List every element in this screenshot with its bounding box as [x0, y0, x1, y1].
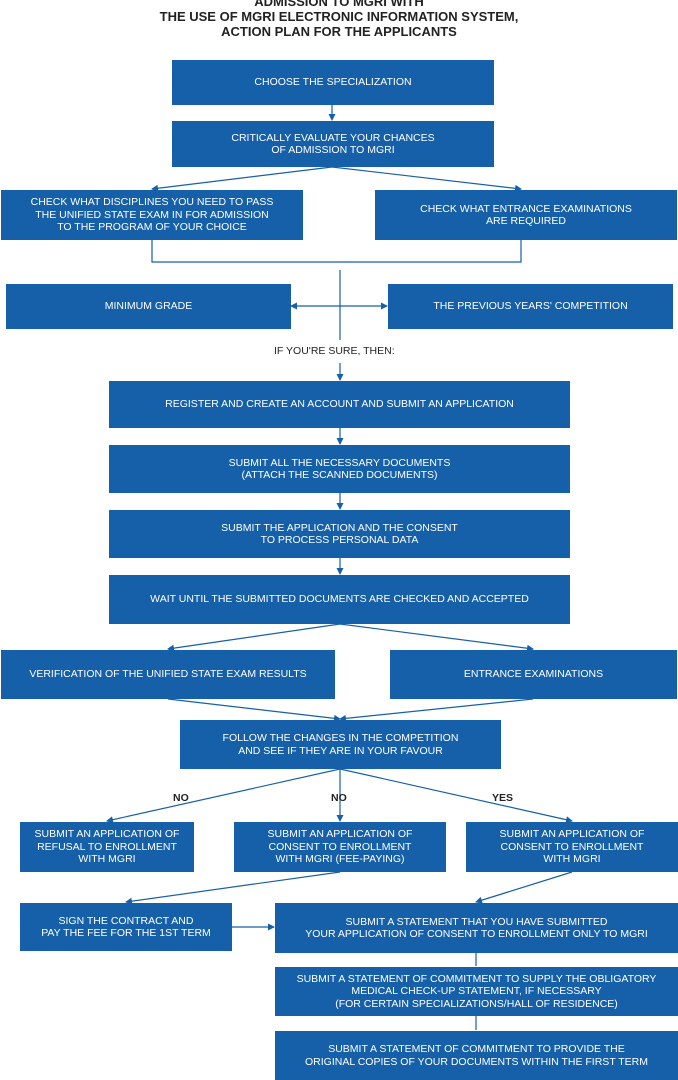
step-entrance-exams: ENTRANCE EXAMINATIONS	[390, 650, 677, 699]
label-no-middle: NO	[331, 792, 347, 804]
step-wait: WAIT UNTIL THE SUBMITTED DOCUMENTS ARE C…	[109, 575, 570, 624]
step-verification: VERIFICATION OF THE UNIFIED STATE EXAM R…	[1, 650, 335, 699]
step-statement-medical: SUBMIT A STATEMENT OF COMMITMENT TO SUPP…	[275, 967, 678, 1016]
arrow-entrance-follow	[339, 698, 534, 722]
title-line-1: ADMISSION TO MGRI WITH	[254, 0, 424, 9]
step-consent-fee: SUBMIT AN APPLICATION OF CONSENT TO ENRO…	[234, 822, 446, 872]
label-if-sure: IF YOU'RE SURE, THEN:	[274, 345, 395, 357]
arrow-wait-entrance	[339, 623, 534, 652]
step-choose-specialization: CHOOSE THE SPECIALIZATION	[172, 60, 494, 105]
step-check-disciplines: CHECK WHAT DISCIPLINES YOU NEED TO PASS …	[1, 190, 303, 240]
step-statement-only-mgri: SUBMIT A STATEMENT THAT YOU HAVE SUBMITT…	[275, 903, 678, 953]
step-sign-contract: SIGN THE CONTRACT AND PAY THE FEE FOR TH…	[20, 903, 232, 951]
title-line-2: THE USE OF MGRI ELECTRONIC INFORMATION S…	[159, 9, 519, 24]
arrow-evaluate-disciplines	[151, 166, 333, 192]
step-previous-competition: THE PREVIOUS YEARS' COMPETITION	[388, 284, 673, 329]
step-evaluate-chances: CRITICALLY EVALUATE YOUR CHANCES OF ADMI…	[172, 121, 494, 167]
arrow-verification-follow	[167, 698, 341, 722]
step-refusal: SUBMIT AN APPLICATION OF REFUSAL TO ENRO…	[20, 822, 194, 872]
step-follow-changes: FOLLOW THE CHANGES IN THE COMPETITION AN…	[180, 720, 501, 769]
diagram-title: ADMISSION TO MGRI WITH THE USE OF MGRI E…	[0, 0, 678, 39]
arrow-evaluate-exams	[331, 166, 522, 192]
arrow-consent-statement	[475, 871, 573, 904]
arrow-follow-refusal	[106, 768, 341, 824]
step-submit-consent: SUBMIT THE APPLICATION AND THE CONSENT T…	[109, 510, 570, 558]
step-check-exams: CHECK WHAT ENTRANCE EXAMINATIONS ARE REQ…	[375, 190, 677, 240]
title-line-3: ACTION PLAN FOR THE APPLICANTS	[221, 24, 457, 39]
arrow-wait-verification	[167, 623, 341, 652]
step-statement-originals: SUBMIT A STATEMENT OF COMMITMENT TO PROV…	[275, 1031, 678, 1080]
step-consent: SUBMIT AN APPLICATION OF CONSENT TO ENRO…	[466, 822, 678, 872]
step-minimum-grade: MINIMUM GRADE	[6, 284, 291, 329]
arrow-consent-fee-sign	[125, 871, 341, 905]
bracket-checks	[151, 240, 522, 263]
arrow-follow-consent	[339, 768, 573, 824]
label-no-left: NO	[173, 792, 189, 804]
label-yes-right: YES	[492, 792, 514, 804]
step-register: REGISTER AND CREATE AN ACCOUNT AND SUBMI…	[109, 381, 570, 428]
step-submit-documents: SUBMIT ALL THE NECESSARY DOCUMENTS (ATTA…	[109, 445, 570, 493]
